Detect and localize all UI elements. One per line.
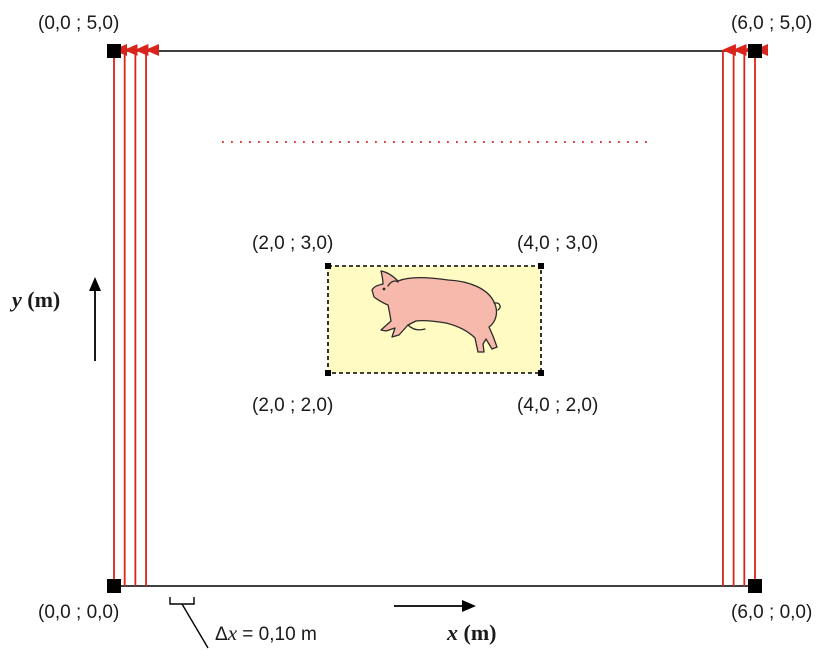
scan-lines xyxy=(113,44,768,586)
spacing-delta: Δ xyxy=(215,624,228,645)
y-axis-arrow-head xyxy=(89,277,101,291)
pen-corner-bottom-left xyxy=(325,370,331,376)
spacing-leader-line xyxy=(181,603,209,649)
pen-label-bottom-right: (4,0 ; 2,0) xyxy=(517,395,598,416)
x-axis-var: x xyxy=(446,620,458,645)
y-axis-var: y xyxy=(9,287,22,312)
corner-label-top-left: (0,0 ; 5,0) xyxy=(38,13,119,34)
pen-corner-bottom-right xyxy=(538,370,544,376)
pen-label-top-right: (4,0 ; 3,0) xyxy=(517,233,598,254)
x-axis-arrow-head xyxy=(462,600,476,612)
corner-label-bottom-left: (0,0 ; 0,0) xyxy=(38,602,119,623)
x-axis-label: x (m) xyxy=(446,620,496,645)
y-axis-unit: (m) xyxy=(22,287,60,312)
y-axis-label: y (m) xyxy=(9,287,60,312)
corner-label-top-right: (6,0 ; 5,0) xyxy=(731,13,812,34)
corner-label-bottom-right: (6,0 ; 0,0) xyxy=(731,602,812,623)
pen-label-bottom-left: (2,0 ; 2,0) xyxy=(252,395,333,416)
pig-icon xyxy=(371,270,501,353)
spacing-label: Δx = 0,10 m xyxy=(215,621,317,645)
pen-label-top-left: (2,0 ; 3,0) xyxy=(252,233,333,254)
spacing-bracket xyxy=(169,597,195,605)
pen-corner-top-left xyxy=(325,263,331,269)
spacing-var: x xyxy=(227,621,238,645)
spacing-value: = 0,10 m xyxy=(237,624,317,645)
x-axis-unit: (m) xyxy=(458,620,496,645)
pen-corner-top-right xyxy=(538,263,544,269)
corner-marker-bottom-right xyxy=(748,579,762,593)
corner-marker-top-left xyxy=(107,44,121,58)
corner-marker-top-right xyxy=(748,44,762,58)
corner-marker-bottom-left xyxy=(107,579,121,593)
